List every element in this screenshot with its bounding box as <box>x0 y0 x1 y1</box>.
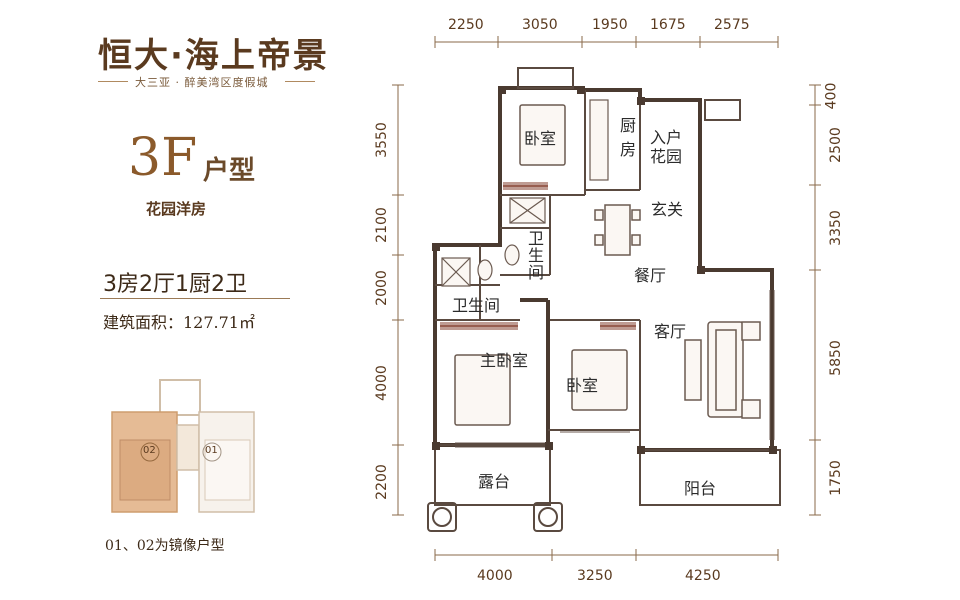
dim-right-2: 2500 <box>827 127 844 163</box>
dim-left-5: 2200 <box>373 464 390 500</box>
keyplan-label-01: 01 <box>205 445 218 456</box>
dim-left-2: 2100 <box>373 207 390 243</box>
room-dining: 餐厅 <box>634 266 667 285</box>
room-bath-mid-char-1: 卫 <box>527 229 544 248</box>
room-master-bedroom: 主卧室 <box>480 351 529 370</box>
dim-top-3: 1950 <box>592 17 628 33</box>
keyplan-label-02: 02 <box>143 445 156 456</box>
tagline-rule-right <box>285 81 315 82</box>
unit-rooms: 3房2厅1厨2卫 <box>103 272 247 297</box>
mirror-note: 01、02为镜像户型 <box>105 538 225 554</box>
unit-category: 花园洋房 <box>146 200 207 218</box>
divider <box>100 298 290 299</box>
brand-logo: 恒大·海上帝景 <box>98 36 329 76</box>
unit-suffix: 户型 <box>203 156 256 186</box>
tagline-rule-left <box>98 81 128 82</box>
room-bath-left: 卫生间 <box>452 296 501 315</box>
room-entry-garden-line-1: 入户 <box>650 128 683 147</box>
room-bedroom-top: 卧室 <box>524 129 557 148</box>
dim-left-1: 3550 <box>373 122 390 158</box>
room-entry-garden: 入户 花园 <box>650 128 682 166</box>
room-living: 客厅 <box>654 322 687 341</box>
dim-bottom-2: 3250 <box>577 568 613 584</box>
brand-tagline: 大三亚 · 醉美湾区度假城 <box>135 76 269 89</box>
room-bath-mid-char-3: 间 <box>527 263 544 282</box>
room-balcony: 阳台 <box>684 479 717 498</box>
room-terrace: 露台 <box>478 472 511 491</box>
room-kitchen-char-2: 房 <box>619 140 636 159</box>
room-bath-mid-char-2: 生 <box>527 246 544 265</box>
dim-right-3: 3350 <box>827 210 844 246</box>
dim-bottom-1: 4000 <box>477 568 513 584</box>
room-bedroom-mid: 卧室 <box>566 376 599 395</box>
dim-top-1: 2250 <box>448 17 484 33</box>
unit-area: 建筑面积：127.71㎡ <box>103 313 255 332</box>
room-kitchen-char-1: 厨 <box>619 116 636 135</box>
room-bath-mid: 卫 生 间 <box>527 230 545 281</box>
dim-top-4: 1675 <box>650 17 686 33</box>
room-entry-garden-line-2: 花园 <box>650 147 683 166</box>
dim-right-4: 5850 <box>827 340 844 376</box>
dim-right-5: 1750 <box>827 460 844 496</box>
room-kitchen: 厨 房 <box>619 116 637 160</box>
dim-top-2: 3050 <box>522 17 558 33</box>
room-foyer: 玄关 <box>651 200 684 219</box>
dim-right-1: 400 <box>823 82 840 110</box>
dim-left-3: 2000 <box>373 270 390 306</box>
dim-top-5: 2575 <box>714 17 750 33</box>
dim-bottom-3: 4250 <box>685 568 721 584</box>
unit-code: 3F <box>128 128 198 188</box>
dim-left-4: 4000 <box>373 365 390 401</box>
